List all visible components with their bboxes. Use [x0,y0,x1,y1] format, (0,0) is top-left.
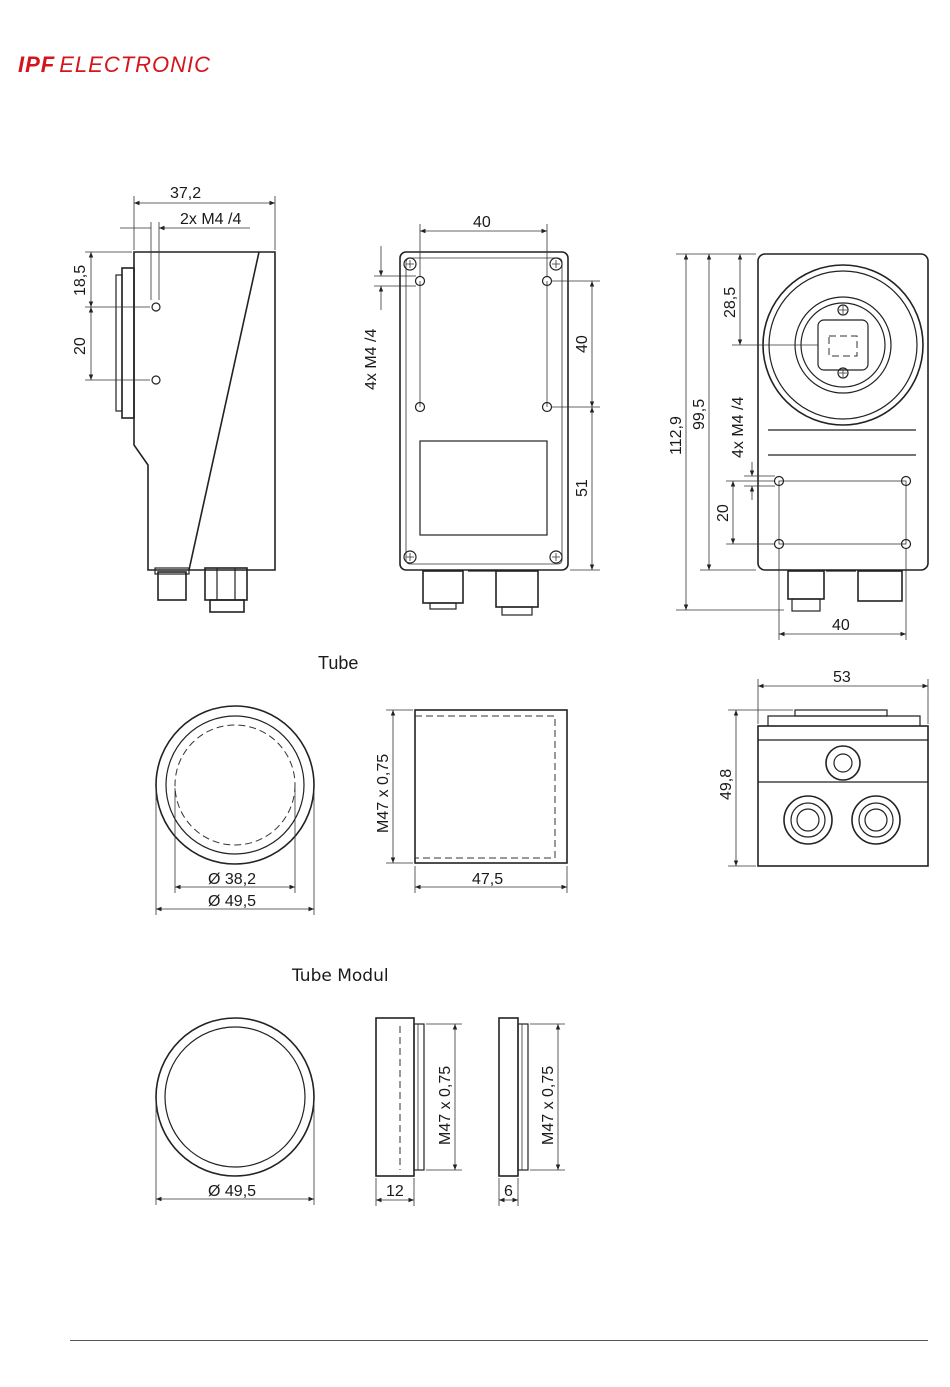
side-hole-spacing-label: 20 [72,337,89,355]
side-top-label: 18,5 [72,265,89,296]
back-width-label: 40 [473,214,491,231]
back-thread-label: 4x M4 /4 [363,329,380,390]
tube-modul-front-view: Ø 49,5 [156,1018,314,1205]
bottom-width-label: 53 [833,669,851,686]
tube-length-label: 47,5 [472,871,503,888]
front-top-label: 28,5 [722,287,739,318]
front-hole-spacing-label: 20 [715,504,732,522]
front-body-height-label: 99,5 [691,399,708,430]
tube-thread-label: M47 x 0,75 [375,754,392,833]
front-view: 112,9 99,5 28,5 4x M4 /4 20 40 [668,254,928,640]
side-width-label: 37,2 [170,185,201,202]
bottom-view: 53 49,8 [718,669,928,866]
side-view: 37,2 2x M4 /4 18,5 20 [72,185,275,612]
back-view: 40 4x M4 /4 40 51 [363,214,600,615]
tube-front-view: Ø 38,2 Ø 49,5 [156,706,314,915]
back-upper-label: 40 [574,335,591,353]
tube-inner-dia-label: Ø 38,2 [208,871,256,888]
tube-modul-title: Tube Modul [291,966,389,986]
tube-title: Tube [318,653,358,673]
tube-modul-thread-a-label: M47 x 0,75 [437,1066,454,1145]
tube-outer-dia-label: Ø 49,5 [208,893,256,910]
side-thread-label: 2x M4 /4 [180,211,241,228]
tube-modul-outer-dia-label: Ø 49,5 [208,1183,256,1200]
bottom-height-label: 49,8 [718,769,735,800]
footer-divider [70,1340,928,1341]
tube-modul-side-b: M47 x 0,75 6 [499,1018,565,1206]
tube-side-view: M47 x 0,75 47,5 [375,710,567,893]
front-total-height-label: 112,9 [668,416,685,455]
back-lower-label: 51 [574,479,591,497]
tube-modul-length-b-label: 6 [504,1183,513,1200]
tube-modul-thread-b-label: M47 x 0,75 [540,1066,557,1145]
tube-modul-side-a: M47 x 0,75 12 [376,1018,462,1206]
front-width-label: 40 [832,617,850,634]
tube-modul-length-a-label: 12 [386,1183,404,1200]
front-thread-label: 4x M4 /4 [730,397,747,458]
